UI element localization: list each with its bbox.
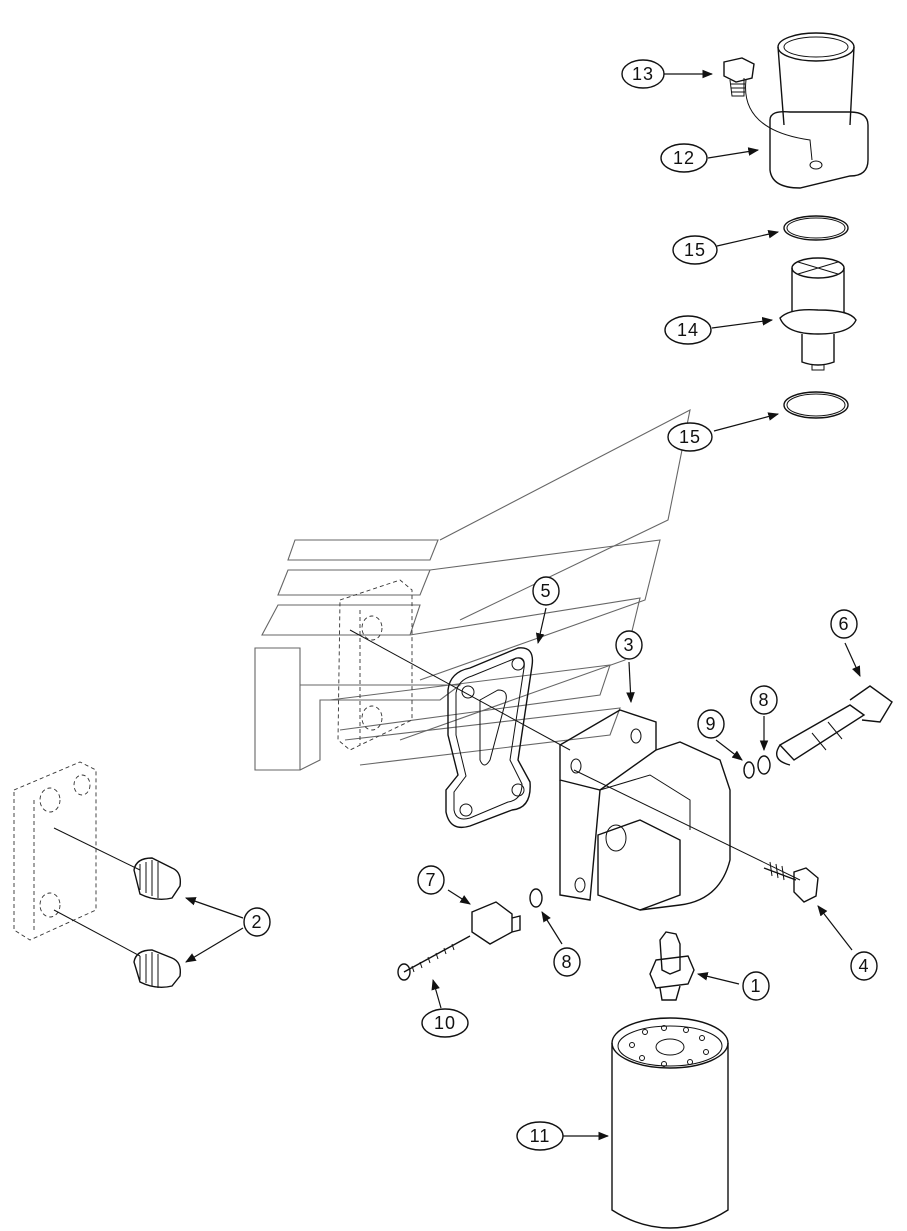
callout-10: 10 (421, 1008, 469, 1038)
callout-14: 14 (664, 315, 712, 345)
callout-15-top: 15 (672, 235, 718, 265)
callout-13-label: 13 (632, 64, 654, 84)
callout-1-label: 1 (750, 976, 761, 996)
plug-2-upper (133, 857, 182, 901)
callout-5-label: 5 (540, 581, 551, 601)
sensor-6 (776, 685, 893, 766)
o-ring-9 (743, 761, 755, 779)
callout-9-label: 9 (705, 714, 716, 734)
callout-12: 12 (660, 143, 708, 173)
cover-plate-outline (13, 761, 141, 957)
watermark-logo (254, 408, 691, 771)
o-ring-8-upper (757, 755, 771, 775)
callout-13: 13 (621, 59, 665, 89)
o-ring-15-top (783, 215, 849, 241)
bolt-4 (763, 861, 819, 903)
callout-15-bottom-label: 15 (679, 427, 701, 447)
bolt-13 (723, 57, 755, 97)
o-ring-15-bottom (783, 391, 849, 419)
callout-8-lower-label: 8 (561, 952, 572, 972)
callout-7: 7 (417, 865, 445, 895)
callout-11: 11 (516, 1121, 564, 1151)
callout-14-label: 14 (677, 320, 699, 340)
callout-12-label: 12 (673, 148, 695, 168)
callout-8-lower: 8 (553, 947, 581, 977)
callout-15-bottom: 15 (667, 422, 713, 452)
callout-3: 3 (615, 630, 643, 660)
filter-head-3 (559, 709, 801, 911)
callout-11-label: 11 (530, 1126, 551, 1146)
gasket-5 (445, 647, 534, 829)
o-ring-8-lower (529, 888, 543, 908)
leader-lines (184, 69, 861, 1141)
callout-7-label: 7 (425, 870, 436, 890)
callout-4-label: 4 (858, 956, 869, 976)
fitting-1 (649, 931, 695, 1001)
screw-10 (397, 935, 471, 981)
callout-6: 6 (830, 609, 858, 639)
plug-2-lower (133, 949, 182, 989)
mounting-pad-outline (337, 579, 571, 751)
thermostat-housing-12 (745, 32, 869, 189)
callout-2-label: 2 (251, 912, 262, 932)
oil-filter-11 (611, 1017, 729, 1229)
callout-10-label: 10 (434, 1013, 456, 1033)
callout-8-upper: 8 (750, 685, 778, 715)
callout-6-label: 6 (838, 614, 849, 634)
callout-9: 9 (697, 709, 725, 739)
callout-5: 5 (532, 576, 560, 606)
callout-2: 2 (243, 907, 271, 937)
callout-4: 4 (850, 951, 878, 981)
sender-7 (471, 901, 521, 945)
callout-15-top-label: 15 (684, 240, 706, 260)
callout-8-upper-label: 8 (758, 690, 769, 710)
callout-1: 1 (742, 971, 770, 1001)
callout-3-label: 3 (623, 635, 634, 655)
thermostat-14 (779, 257, 857, 371)
